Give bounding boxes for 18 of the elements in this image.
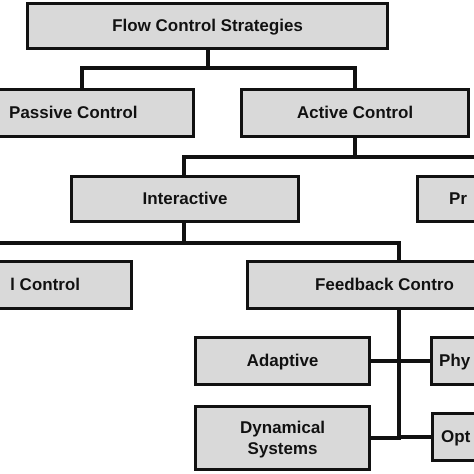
box-label: Feedback Contro [315,274,454,296]
category-box [246,260,474,310]
box-label: l Control [10,274,80,296]
box-label: Opt [441,426,470,448]
category-box [240,88,470,138]
category-box [0,88,195,138]
category-box [194,336,371,386]
box-label: Phy [439,350,470,372]
category-box [26,2,389,50]
box-label: Adaptive [246,350,318,372]
category-box [70,175,300,223]
box-label: Pr [449,188,467,210]
box-label: Interactive [142,188,228,210]
category-box [194,405,371,471]
box-label: Active Control [296,102,414,124]
box-label: Flow Control Strategies [112,15,303,37]
box-label: Passive Control [9,102,138,124]
box-label: Dynamical Systems [238,416,326,460]
